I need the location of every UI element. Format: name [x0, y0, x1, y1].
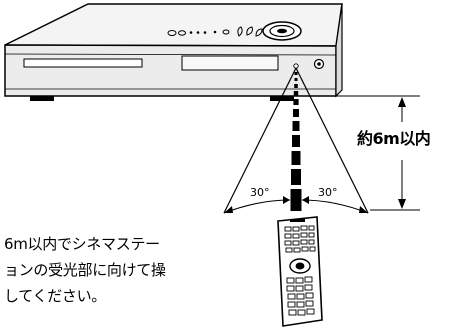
instruction-line: 6m以内でシネマステー [4, 235, 160, 253]
signal-cone: 30° 30° [223, 67, 369, 214]
arc-arrowhead-right [359, 206, 368, 213]
distance-label: 約6m以内 [357, 129, 431, 148]
angle-arc-left [223, 199, 291, 214]
angle-label-right: 30° [318, 186, 338, 199]
device-foot-right [270, 96, 294, 101]
remote-control [277, 216, 323, 327]
signal-beam [290, 72, 302, 211]
recorder-device [4, 3, 343, 101]
cone-right-edge [295, 67, 369, 214]
top-buttons-row [167, 26, 263, 37]
remote-sensor [293, 63, 299, 69]
arc-arrowhead-left [224, 206, 233, 213]
instruction-line: ョンの受光部に向けて操 [4, 261, 166, 279]
angle-label-left: 30° [250, 186, 270, 199]
jog-dial-icon [262, 21, 302, 41]
remote-emitter [290, 219, 305, 222]
instruction-text: 6m以内でシネマステー ョンの受光部に向けて操 してください。 [4, 231, 242, 309]
display-window [181, 55, 279, 71]
cone-left-edge [223, 67, 297, 214]
instruction-line: してください。 [4, 287, 107, 305]
dimension-arrow [300, 95, 420, 211]
remote-buttons [284, 225, 316, 316]
device-foot-left [30, 96, 54, 101]
device-side-panel [335, 3, 343, 98]
device-front-lip [4, 53, 337, 56]
disc-tray-slot [23, 58, 143, 68]
angle-arc-right [301, 199, 369, 214]
